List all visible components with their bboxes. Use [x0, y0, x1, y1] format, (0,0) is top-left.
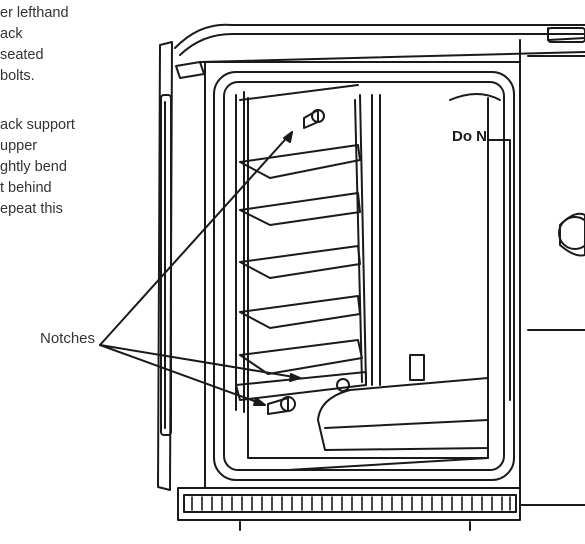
door-frame	[175, 61, 521, 489]
wire-rack	[235, 84, 367, 413]
instruction-line: ack support	[0, 117, 75, 133]
instruction-line: epeat this	[0, 201, 63, 217]
instruction-step-2: ack support upper ghtly bend t behind ep…	[0, 115, 140, 220]
instruction-step-1: er lefthand ack seated bolts.	[0, 3, 140, 87]
door-warning-label: Do N	[452, 128, 487, 145]
instruction-line: seated	[0, 47, 44, 63]
vent-grille	[177, 487, 585, 531]
instruction-line: ghtly bend	[0, 159, 67, 175]
notches-callout-label: Notches	[40, 330, 96, 347]
instruction-line: upper	[0, 138, 38, 154]
instruction-line: t behind	[0, 180, 52, 196]
interior-chamber	[247, 93, 511, 459]
notches-callout-lines	[99, 131, 301, 406]
water-pan	[287, 354, 489, 471]
instruction-line: ack	[0, 26, 23, 42]
notch-fasteners	[267, 109, 350, 415]
open-door-edge	[157, 41, 173, 491]
instruction-line: bolts.	[0, 68, 35, 84]
instruction-line: er lefthand	[0, 5, 69, 21]
